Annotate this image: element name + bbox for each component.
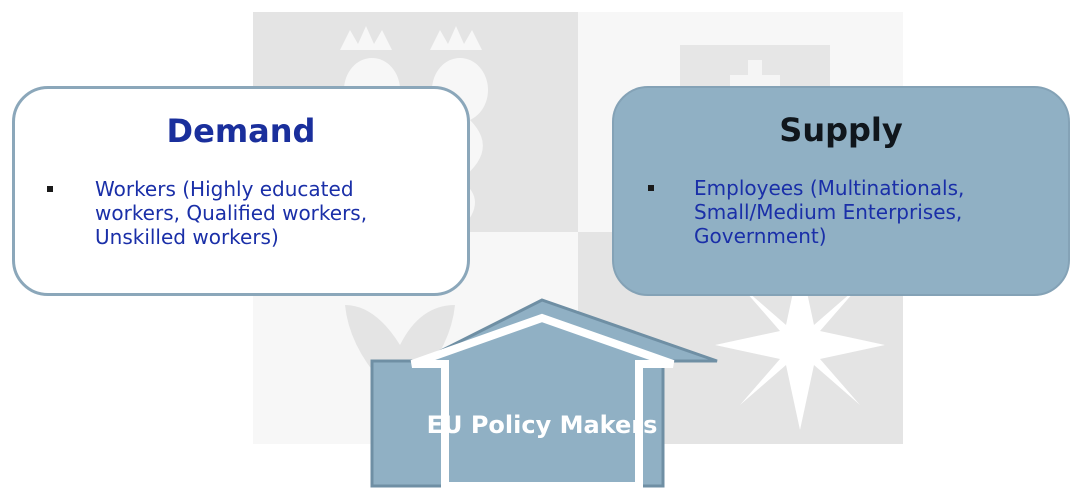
- supply-title: Supply: [779, 111, 903, 149]
- demand-list-item: Workers (Highly educated workers, Qualif…: [15, 177, 435, 249]
- demand-title: Demand: [166, 112, 316, 150]
- square-bullet-icon: [648, 185, 654, 191]
- demand-item-text: Workers (Highly educated workers, Qualif…: [95, 177, 368, 249]
- up-arrow-icon: [370, 298, 718, 488]
- demand-box: Demand Workers (Highly educated workers,…: [12, 86, 470, 296]
- supply-list: Employees (Multinationals, Small/Medium …: [614, 176, 1014, 248]
- supply-list-item: Employees (Multinationals, Small/Medium …: [614, 176, 1014, 248]
- supply-item-text: Employees (Multinationals, Small/Medium …: [694, 176, 965, 248]
- demand-list: Workers (Highly educated workers, Qualif…: [15, 177, 435, 249]
- square-bullet-icon: [47, 186, 53, 192]
- arrow-label: EU Policy Makers: [426, 411, 658, 439]
- supply-box: Supply Employees (Multinationals, Small/…: [612, 86, 1070, 296]
